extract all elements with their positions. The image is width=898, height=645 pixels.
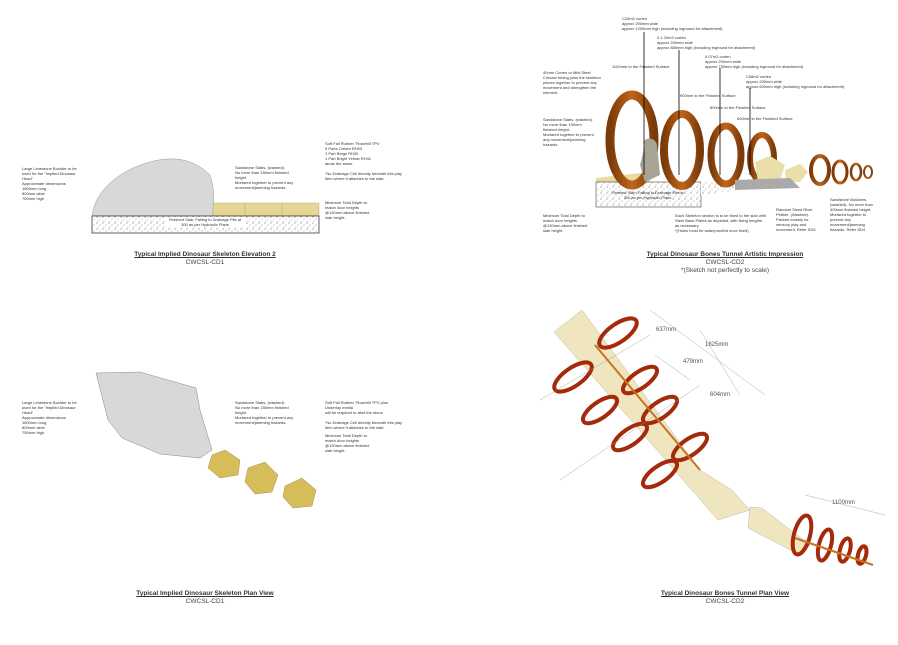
rubber-note: Soft Fall Rubber "Rosehill TPV plus Unde…	[325, 400, 403, 430]
depth-note: Minimum Total Depth to match door height…	[325, 433, 370, 453]
tubing-note: 40mm Corten or Mild Steel Circular tubin…	[543, 70, 601, 95]
boulders-note: Sandstone Boulders, (washed). No more th…	[830, 197, 873, 232]
elevation-code: CWCSL-CD1	[185, 259, 225, 266]
slabs-note: Sandstone Slabs, (washed). No more than …	[235, 400, 294, 425]
tunnel-plan-code: CWCSL-CD2	[705, 598, 745, 605]
dimension-604: 604mm	[710, 392, 731, 398]
sandstone-slab	[207, 449, 241, 479]
height-label-3: 800mm to the Finished Surface	[710, 105, 766, 110]
slab-label: Finished Slab, Falling to Drainage Pits …	[611, 190, 684, 200]
sandstone-slab	[212, 202, 246, 217]
corten-arch	[849, 162, 863, 182]
boulder-note: Large Limestone Boulder to be used for t…	[22, 400, 77, 435]
tunnel-slab	[747, 506, 811, 556]
height-label-1: 1100mm to the Finished Surface	[612, 64, 670, 69]
sandstone-boulder	[785, 164, 808, 182]
slabs-note: Sandstone Slabs, (washed). No more than …	[235, 165, 294, 190]
plan-title: Typical Implied Dinosaur Skeleton Plan V…	[136, 590, 274, 597]
height-label-4: 600mm to the Finished Surface	[737, 116, 793, 121]
impression-title: Typical Dinosaur Bones Tunnel Artistic I…	[646, 251, 804, 258]
rubber-note: Soft Fall Rubber "Rosehill TPV 5 Parts C…	[325, 141, 403, 181]
callout-2: 0.1.20m2 corten approx 200mm wide approx…	[657, 35, 756, 50]
limestone-boulder	[95, 371, 213, 459]
tunnel-plan-drawing	[539, 309, 886, 566]
tunnel-impression-drawing	[595, 32, 873, 208]
tunnel-slab	[553, 309, 751, 521]
sandstone-slab	[244, 461, 279, 495]
fixing-note: Each Skeleton section is to be fixed to …	[675, 213, 766, 233]
corten-arch	[707, 122, 745, 188]
dimension-637: 637mm	[656, 327, 677, 333]
dimension-1825: 1825mm	[705, 342, 729, 348]
limestone-boulder	[91, 158, 214, 217]
dimension-479: 479mm	[683, 359, 704, 365]
depth-note: Minimum Total Depth to match door height…	[543, 213, 588, 233]
plan-code: CWCSL-CD1	[185, 598, 225, 605]
child-figure	[640, 138, 660, 182]
sandstone-slab	[244, 202, 283, 217]
dimension-1100: 1100mm	[832, 500, 855, 506]
tunnel-plan-title: Typical Dinosaur Bones Tunnel Plan View	[660, 590, 790, 597]
impression-subtitle: *(Sketch not perfectly to scale)	[680, 267, 770, 274]
corten-arch	[831, 159, 849, 185]
slab-label: Finished Slab, Falling to Drainage Pits …	[165, 217, 245, 227]
pebble-note: Random Sized River Pebble, (Washed). Pac…	[776, 207, 816, 232]
sandstone-boulder	[755, 156, 785, 182]
height-label-2: 900mm to the Finished Surface	[680, 93, 736, 98]
elevation-drawing	[91, 158, 320, 234]
corten-arch	[605, 90, 659, 190]
corten-arch	[660, 110, 704, 190]
callout-4: C08m2 corten approx 200mm wide approx 60…	[746, 74, 845, 89]
elevation-title: Typical Implied Dinosaur Skeleton Elevat…	[134, 251, 276, 258]
callout-3: 0.07m2 corten approx 200mm wide approx 7…	[705, 54, 804, 69]
plan-drawing	[95, 371, 317, 509]
slabs-note: Sandstone Slabs, (washed). No more than …	[543, 117, 594, 147]
impression-code: CWCSL-CD2	[705, 259, 745, 266]
sandstone-slab	[281, 202, 320, 217]
callout-1: C20m2 corten approx 200mm wide approx 12…	[622, 16, 723, 31]
corten-arch	[809, 154, 831, 186]
depth-note: Minimum Total Depth to match door height…	[325, 200, 370, 220]
corten-arch	[863, 165, 873, 179]
boulder-note: Large Limestone Boulder to be used for t…	[22, 166, 77, 201]
river-pebbles	[735, 178, 800, 190]
sandstone-slab	[282, 477, 317, 509]
